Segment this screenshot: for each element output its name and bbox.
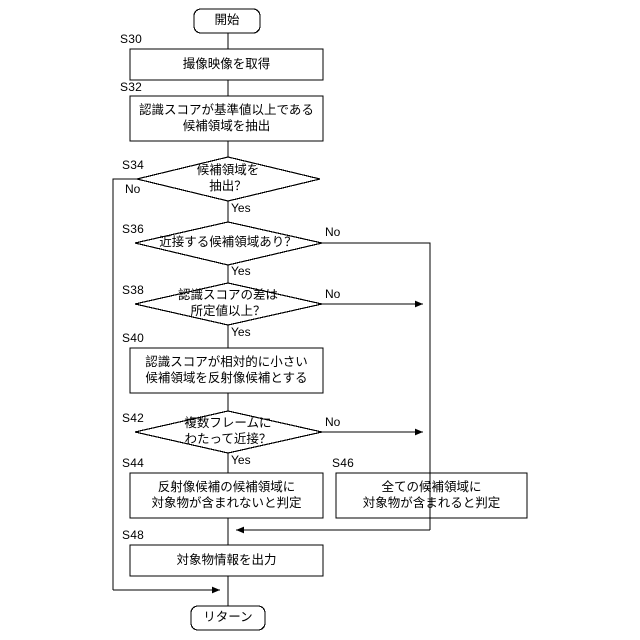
terminal-start-shape [193, 8, 261, 34]
edge-label-s38-no: No [325, 287, 341, 301]
edge-label-s42-yes: Yes [231, 453, 251, 467]
step-tag-s48: S48 [122, 528, 144, 542]
step-s38-shape [134, 282, 323, 326]
step-s34-shape [136, 156, 321, 202]
step-s40-shape [129, 347, 324, 394]
edge-s34-no-rail [112, 178, 137, 590]
edge-label-s34-yes: Yes [231, 201, 251, 215]
edge-label-s42-no: No [325, 415, 341, 429]
step-tag-s44: S44 [122, 456, 144, 470]
step-tag-s32: S32 [120, 80, 142, 94]
step-tag-s30: S30 [120, 32, 142, 46]
step-s48-shape [129, 544, 324, 577]
step-tag-s42: S42 [122, 411, 144, 425]
step-s44-shape [129, 472, 324, 519]
step-tag-s46: S46 [332, 456, 354, 470]
step-s42-shape [134, 410, 323, 454]
step-s36-shape [134, 221, 323, 266]
step-tag-s38: S38 [122, 283, 144, 297]
edge-label-s38-yes: Yes [231, 325, 251, 339]
step-tag-s40: S40 [122, 331, 144, 345]
edge-label-s34-no: No [125, 182, 141, 196]
terminal-end-shape [190, 605, 266, 631]
step-tag-s34: S34 [122, 158, 144, 172]
step-tag-s36: S36 [122, 222, 144, 236]
step-s32-shape [129, 95, 324, 142]
step-s46-shape [335, 472, 528, 519]
edge-label-s36-no: No [325, 225, 341, 239]
edge-label-s36-yes: Yes [231, 264, 251, 278]
step-s30-shape [129, 48, 324, 81]
